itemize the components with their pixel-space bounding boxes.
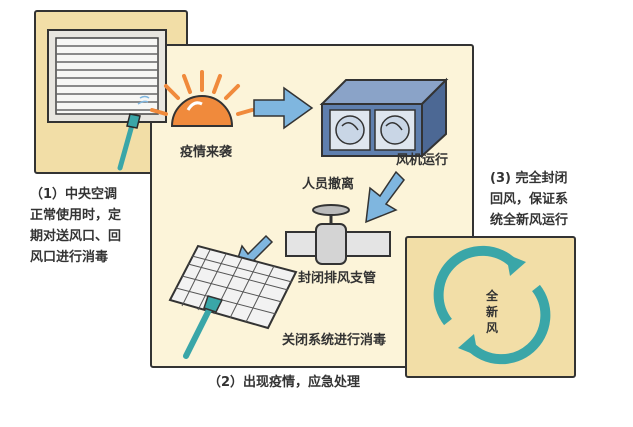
caption-close-exhaust-branch: 封闭排风支管 — [298, 271, 377, 286]
spray-nozzle-icon — [117, 95, 150, 171]
step3-description: (3) 完全封闭 回风，保证系 统全新风运行 — [490, 168, 568, 231]
pipe-valve-icon — [285, 204, 391, 265]
arrow-right-icon — [253, 86, 314, 130]
step2-label: （2）出现疫情，应急处理 — [208, 375, 361, 390]
caption-staff-evacuate: 人员撤离 — [302, 177, 355, 192]
recycle-arrows-icon — [433, 245, 551, 365]
caption-epidemic-arrives: 疫情来袭 — [180, 145, 233, 160]
fan-unit-icon — [319, 77, 449, 159]
step3-line: (3) 完全封闭 — [490, 171, 568, 186]
filter-mesh-icon — [168, 244, 298, 359]
alarm-sun-icon — [150, 70, 254, 127]
vent-grille-icon — [47, 29, 167, 123]
step1-description: （1）中央空调 正常使用时，定 期对送风口、回 风口进行消毒 — [30, 184, 121, 268]
caption-fan-running: 风机运行 — [396, 153, 449, 168]
step1-line: （1）中央空调 — [30, 187, 118, 202]
step1-line: 风口进行消毒 — [30, 250, 109, 265]
step3-line: 统全新风运行 — [490, 213, 569, 228]
caption-new-air: 全 新 风 — [486, 289, 499, 335]
step1-line: 期对送风口、回 — [30, 229, 122, 244]
step3-line: 回风，保证系 — [490, 192, 569, 207]
step1-line: 正常使用时，定 — [30, 208, 122, 223]
arrow-down-left-icon — [365, 170, 405, 224]
caption-close-system-disinfect: 关闭系统进行消毒 — [282, 333, 387, 348]
